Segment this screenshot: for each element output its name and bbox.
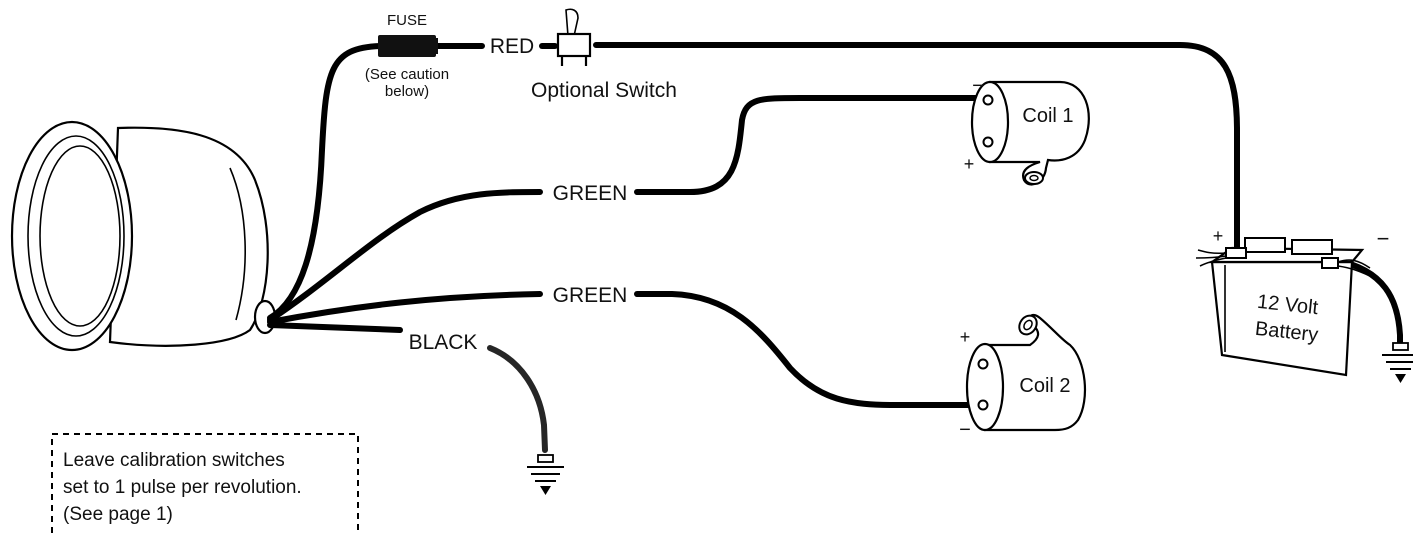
fuse-note-line2: below) — [385, 83, 429, 100]
calibration-note-line1: Leave calibration switches — [63, 450, 285, 471]
green-wire-2 — [267, 291, 543, 325]
red-wire-to-battery — [593, 42, 1240, 251]
toggle-switch-icon — [556, 8, 592, 66]
red-wire — [267, 43, 485, 321]
black-wire-to-ground — [487, 345, 548, 453]
green-wire-1-to-coil — [634, 95, 988, 195]
coil-2-label: Coil 2 — [1019, 375, 1070, 397]
red-wire-label: RED — [490, 35, 534, 58]
black-wire — [267, 322, 403, 333]
coil-1-label: Coil 1 — [1022, 105, 1073, 127]
fuse-label: FUSE — [387, 12, 427, 29]
optional-switch-label: Optional Switch — [531, 79, 677, 102]
battery-negative-label: − — [1377, 226, 1390, 251]
coil-2-positive-label: + — [960, 327, 971, 347]
fuse — [378, 35, 438, 57]
wires — [267, 42, 1403, 453]
calibration-note — [51, 433, 359, 533]
green-wire-2-to-coil — [634, 291, 988, 408]
tachometer-gauge — [10, 120, 277, 352]
fuse-note-line1: (See caution — [365, 66, 449, 83]
coil-1-positive-label: + — [964, 154, 975, 174]
battery-12-volt — [1195, 237, 1375, 377]
coil-2-negative-label: − — [959, 419, 971, 441]
ground-icon — [527, 454, 564, 495]
calibration-note-line2: set to 1 pulse per revolution. — [63, 477, 302, 498]
green-wire-2-label: GREEN — [553, 284, 628, 307]
ignition-coil-1 — [970, 80, 1090, 186]
coil-1-negative-label: − — [972, 75, 984, 97]
battery-positive-label: + — [1213, 226, 1224, 246]
green-wire-1 — [267, 189, 543, 323]
black-wire-label: BLACK — [409, 331, 478, 354]
ground-icon — [1382, 342, 1413, 383]
calibration-note-line3: (See page 1) — [63, 504, 173, 525]
ignition-coil-2 — [965, 313, 1087, 432]
green-wire-1-label: GREEN — [553, 182, 628, 205]
